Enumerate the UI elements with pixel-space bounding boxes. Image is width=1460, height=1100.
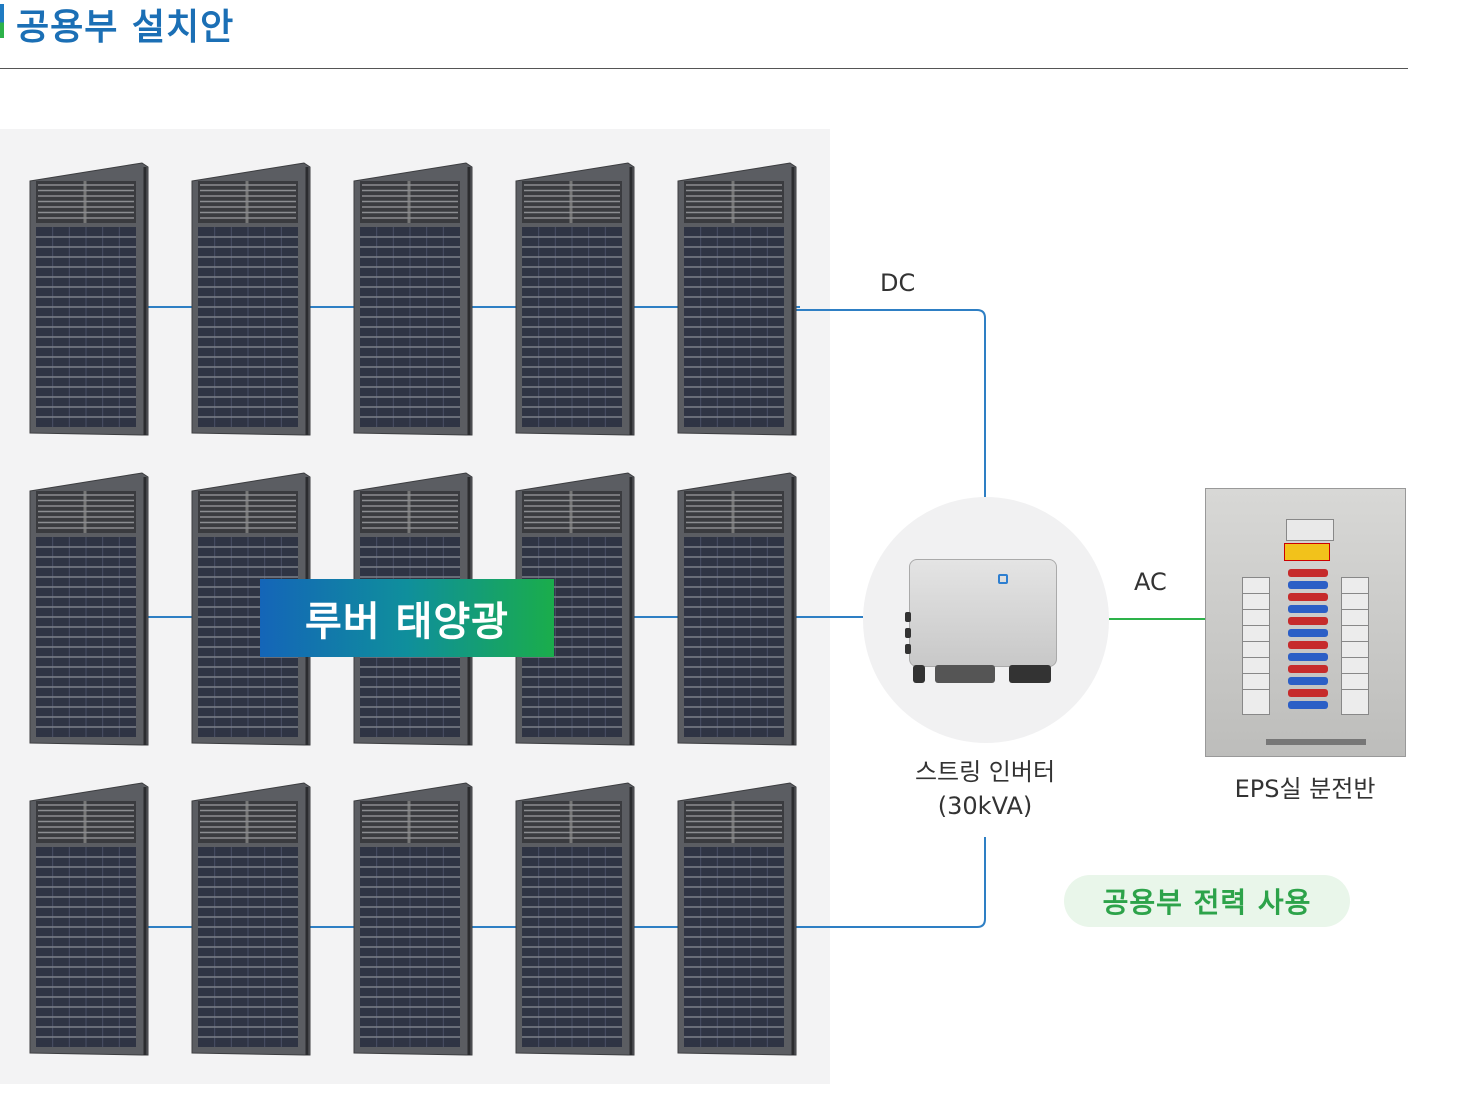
bus-bar	[1288, 569, 1328, 577]
solar-louver-panel-icon	[353, 162, 473, 436]
main-breaker	[1286, 519, 1334, 541]
circuit-breaker	[1242, 689, 1270, 715]
inverter-label: 스트링 인버터 (30kVA)	[860, 755, 1110, 823]
dc-label: DC	[880, 269, 916, 297]
common-area-power-pill: 공용부 전력 사용	[1064, 875, 1350, 927]
solar-louver-panel-icon	[515, 782, 635, 1056]
bus-bar	[1288, 605, 1328, 613]
louver-solar-badge: 루버 태양광	[260, 579, 554, 657]
terminal-strip	[1266, 739, 1366, 745]
solar-louver-panel-icon	[677, 162, 797, 436]
bus-bar	[1288, 641, 1328, 649]
solar-louver-panel-icon	[353, 782, 473, 1056]
bus-bar	[1288, 689, 1328, 697]
ac-label: AC	[1134, 568, 1167, 596]
dc-wire-top	[750, 309, 986, 497]
title-divider	[0, 68, 1408, 69]
bus-bars	[1288, 549, 1328, 709]
distribution-panel-icon	[1205, 488, 1406, 757]
title-accent-bar	[0, 4, 4, 38]
bus-bar	[1288, 653, 1328, 661]
inverter-label-capacity: (30kVA)	[937, 792, 1033, 820]
solar-louver-panel-icon	[677, 472, 797, 746]
solar-louver-panel-icon	[515, 162, 635, 436]
inverter-label-name: 스트링 인버터	[914, 758, 1056, 786]
solar-louver-panel-icon	[29, 162, 149, 436]
dc-wire-bottom	[750, 837, 986, 928]
inverter-body	[905, 559, 1057, 667]
solar-louver-panel-icon	[191, 782, 311, 1056]
bus-bar	[1288, 701, 1328, 709]
solar-louver-panel-icon	[191, 162, 311, 436]
inverter-logo-icon	[998, 574, 1008, 584]
bus-bar	[1288, 629, 1328, 637]
warning-sticker-icon	[1284, 543, 1330, 561]
page-title: 공용부 설치안	[16, 7, 235, 48]
bus-bar	[1288, 665, 1328, 673]
bus-bar	[1288, 617, 1328, 625]
eps-panel-label: EPS실 분전반	[1234, 775, 1376, 803]
solar-louver-panel-icon	[29, 472, 149, 746]
inverter-ports	[913, 665, 1053, 687]
bus-bar	[1288, 677, 1328, 685]
bus-bar	[1288, 593, 1328, 601]
solar-louver-panel-icon	[677, 782, 797, 1056]
solar-louver-panel-icon	[29, 782, 149, 1056]
circuit-breaker	[1341, 689, 1369, 715]
string-inverter-icon	[863, 497, 1109, 743]
bus-bar	[1288, 581, 1328, 589]
